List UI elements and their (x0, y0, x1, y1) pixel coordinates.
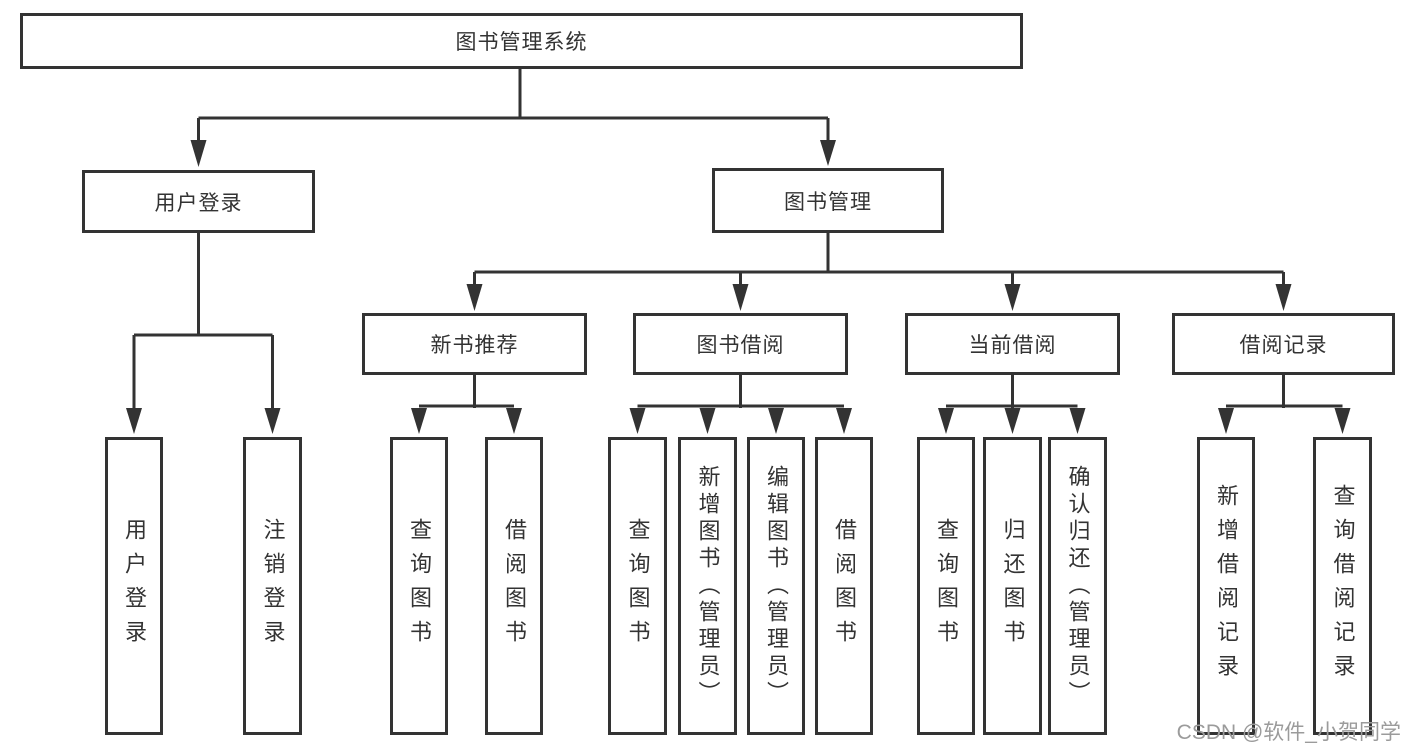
leaf-query-books-current: 查询图书 (917, 437, 975, 735)
connector-paths (132, 69, 1343, 409)
arrow-icon (264, 408, 281, 434)
leaf-query-borrow-record: 查询借阅记录 (1313, 437, 1372, 735)
arrow-icon (411, 408, 427, 434)
arrow-icon (1275, 284, 1292, 311)
arrow-icon (820, 140, 836, 166)
leaf-query-books-recommend: 查询图书 (390, 437, 448, 735)
arrow-icon (1004, 284, 1021, 311)
leaf-borrow-books: 借阅图书 (815, 437, 873, 735)
node-book-borrow: 图书借阅 (633, 313, 848, 375)
watermark: CSDN @软件_小贺同学 (1176, 721, 1401, 744)
leaf-edit-book-admin: 编辑图书（管理员） (747, 437, 805, 735)
node-book-management: 图书管理 (712, 168, 944, 233)
leaf-borrow-books-recommend: 借阅图书 (485, 437, 543, 735)
arrow-icon (768, 408, 784, 434)
leaf-user-login: 用户登录 (105, 437, 163, 735)
arrow-icon (1004, 408, 1021, 434)
leaf-return-book: 归还图书 (983, 437, 1042, 735)
leaf-logout: 注销登录 (243, 437, 302, 735)
arrow-icon (836, 408, 852, 434)
arrow-icon (699, 408, 716, 434)
node-borrow-records: 借阅记录 (1172, 313, 1395, 375)
arrow-icon (1218, 408, 1234, 434)
arrow-icon (506, 408, 522, 434)
arrow-icon (938, 408, 954, 434)
arrow-icon (732, 284, 749, 311)
node-new-book-recommend: 新书推荐 (362, 313, 587, 375)
leaf-query-books-borrow: 查询图书 (608, 437, 667, 735)
arrow-icon (190, 140, 207, 167)
arrow-icon (1069, 408, 1086, 434)
arrow-icon (1334, 408, 1351, 434)
node-current-borrow: 当前借阅 (905, 313, 1120, 375)
arrow-icon (466, 284, 483, 311)
leaf-confirm-return-admin: 确认归还（管理员） (1048, 437, 1107, 735)
arrow-icon (629, 408, 646, 434)
arrow-icon (126, 408, 142, 434)
node-library-system: 图书管理系统 (20, 13, 1023, 69)
leaf-add-book-admin: 新增图书（管理员） (678, 437, 737, 735)
node-user-login: 用户登录 (82, 170, 315, 233)
arrowheads (126, 140, 1351, 434)
leaf-add-borrow-record: 新增借阅记录 (1197, 437, 1255, 735)
